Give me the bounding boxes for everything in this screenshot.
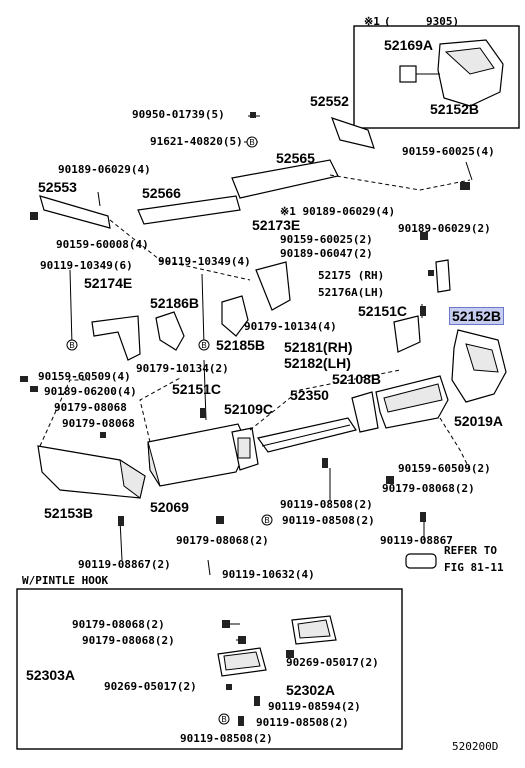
part-52552[interactable]: 52552 xyxy=(310,93,349,109)
part-52302a[interactable]: 52302A xyxy=(286,682,336,698)
bolt-letter-3: B xyxy=(264,516,269,525)
inset-top-frame xyxy=(353,25,520,129)
part-90189-06029-note[interactable]: ※1 90189-06029(4) xyxy=(280,205,396,218)
part-52069[interactable]: 52069 xyxy=(150,499,189,515)
part-52565[interactable]: 52565 xyxy=(276,150,315,166)
part-52152b-highlighted[interactable]: 52152B xyxy=(448,307,505,325)
part-52185b[interactable]: 52185B xyxy=(216,337,266,353)
fastener-dots xyxy=(20,112,470,726)
reinforcement-52019a xyxy=(375,375,449,429)
part-90119-10632[interactable]: 90119-10632(4) xyxy=(222,568,315,581)
part-90119-10349-6[interactable]: 90119-10349(6) xyxy=(40,259,133,272)
part-52152b-inset[interactable]: 52152B xyxy=(430,101,480,117)
inset-note-symbol: ※1 xyxy=(364,15,380,28)
part-52173e[interactable]: 52173E xyxy=(252,217,301,233)
part-90189-06029-2[interactable]: 90189-06029(2) xyxy=(398,222,491,235)
part-90179-08068-mid[interactable]: 90179-08068 xyxy=(62,417,135,430)
inset-bumper-end xyxy=(399,39,504,107)
bolt-letter-1: B xyxy=(69,341,74,350)
inset-bottom-frame xyxy=(16,588,403,750)
part-90119-10349-4[interactable]: 90119-10349(4) xyxy=(158,255,251,268)
part-52151c-right[interactable]: 52151C xyxy=(358,303,408,319)
refer-to-line2[interactable]: FIG 81-11 xyxy=(444,561,504,574)
part-90179-10134-4[interactable]: 90179-10134(4) xyxy=(244,320,337,333)
part-52151c-left[interactable]: 52151C xyxy=(172,381,222,397)
bolt-letter-0: B xyxy=(249,138,254,147)
bolt-letter-4: B xyxy=(221,715,226,724)
bracket-52108b xyxy=(351,391,379,433)
part-90189-06200[interactable]: 90189-06200(4) xyxy=(44,385,137,398)
part-52186b[interactable]: 52186B xyxy=(150,295,200,311)
part-inset-90269-05017-b[interactable]: 90269-05017(2) xyxy=(104,680,197,693)
part-52182-lh[interactable]: 52182(LH) xyxy=(284,355,351,371)
bolt-letter-2: B xyxy=(201,341,206,350)
part-52153b[interactable]: 52153B xyxy=(44,505,94,521)
part-52175-rh[interactable]: 52175 (RH) xyxy=(318,269,385,282)
part-52169a[interactable]: 52169A xyxy=(384,37,434,53)
refer-to-line1: REFER TO xyxy=(444,544,497,557)
part-90119-08867-2[interactable]: 90119-08867(2) xyxy=(78,558,171,571)
inset-bottom-title: W/PINTLE HOOK xyxy=(22,574,109,587)
inset-note-date: 9305) xyxy=(426,15,460,28)
part-90119-08508-a[interactable]: 90119-08508(2) xyxy=(280,498,373,511)
dashed-assembly-lines xyxy=(39,174,471,471)
inset-note-paren: ( xyxy=(384,15,391,28)
part-52109c[interactable]: 52109C xyxy=(224,401,274,417)
part-inset-90119-08508-b[interactable]: 90119-08508(2) xyxy=(180,732,273,745)
part-90159-60509-2[interactable]: 90159-60509(2) xyxy=(398,462,491,475)
part-90159-60025-4[interactable]: 90159-60025(4) xyxy=(402,145,495,158)
part-90159-60008[interactable]: 90159-60008(4) xyxy=(56,238,149,251)
part-52566[interactable]: 52566 xyxy=(142,185,181,201)
mid-brackets xyxy=(91,259,451,361)
part-90179-08068-r2[interactable]: 90179-08068(2) xyxy=(382,482,475,495)
pintle-bracket-52303a xyxy=(217,647,267,677)
part-90179-08068-top[interactable]: 90179-08068 xyxy=(54,401,127,414)
part-90159-60025-2[interactable]: 90159-60025(2) xyxy=(280,233,373,246)
part-90179-10134-2[interactable]: 90179-10134(2) xyxy=(136,362,229,375)
part-91621-40820[interactable]: 91621-40820(5) xyxy=(150,135,243,148)
step-52350 xyxy=(256,417,357,453)
fig-81-11-part xyxy=(405,553,437,569)
upper-rail xyxy=(39,117,375,229)
part-90950-01739[interactable]: 90950-01739(5) xyxy=(132,108,225,121)
part-52350[interactable]: 52350 xyxy=(290,387,329,403)
bumper-center-left xyxy=(147,423,249,487)
leader-lines xyxy=(69,115,473,641)
part-inset-90119-08594[interactable]: 90119-08594(2) xyxy=(268,700,361,713)
part-52181-rh[interactable]: 52181(RH) xyxy=(284,339,353,355)
part-90189-06047[interactable]: 90189-06047(2) xyxy=(280,247,373,260)
part-90119-08508-b[interactable]: 90119-08508(2) xyxy=(282,514,375,527)
part-52108b[interactable]: 52108B xyxy=(332,371,382,387)
part-52176a-lh[interactable]: 52176A(LH) xyxy=(318,286,385,299)
pintle-plate-52302a xyxy=(291,615,337,645)
part-90159-60509-4[interactable]: 90159-60509(4) xyxy=(38,370,131,383)
bumper-end-left xyxy=(37,445,146,499)
part-52553[interactable]: 52553 xyxy=(38,179,77,195)
part-90179-08068-b2[interactable]: 90179-08068(2) xyxy=(176,534,269,547)
bolt-symbols xyxy=(66,136,273,725)
bracket-52109c xyxy=(231,427,259,471)
part-inset-90179-08068-a[interactable]: 90179-08068(2) xyxy=(72,618,165,631)
part-52174e[interactable]: 52174E xyxy=(84,275,133,291)
part-inset-90119-08508-a[interactable]: 90119-08508(2) xyxy=(256,716,349,729)
part-90119-08867[interactable]: 90119-08867 xyxy=(380,534,453,547)
diagram-code: 520200D xyxy=(452,740,499,753)
part-52019a[interactable]: 52019A xyxy=(454,413,504,429)
bumper-end-right xyxy=(451,329,507,403)
part-inset-90179-08068-b[interactable]: 90179-08068(2) xyxy=(82,634,175,647)
part-90189-06029-4[interactable]: 90189-06029(4) xyxy=(58,163,151,176)
part-inset-90269-05017-a[interactable]: 90269-05017(2) xyxy=(286,656,379,669)
part-52303a[interactable]: 52303A xyxy=(26,667,76,683)
